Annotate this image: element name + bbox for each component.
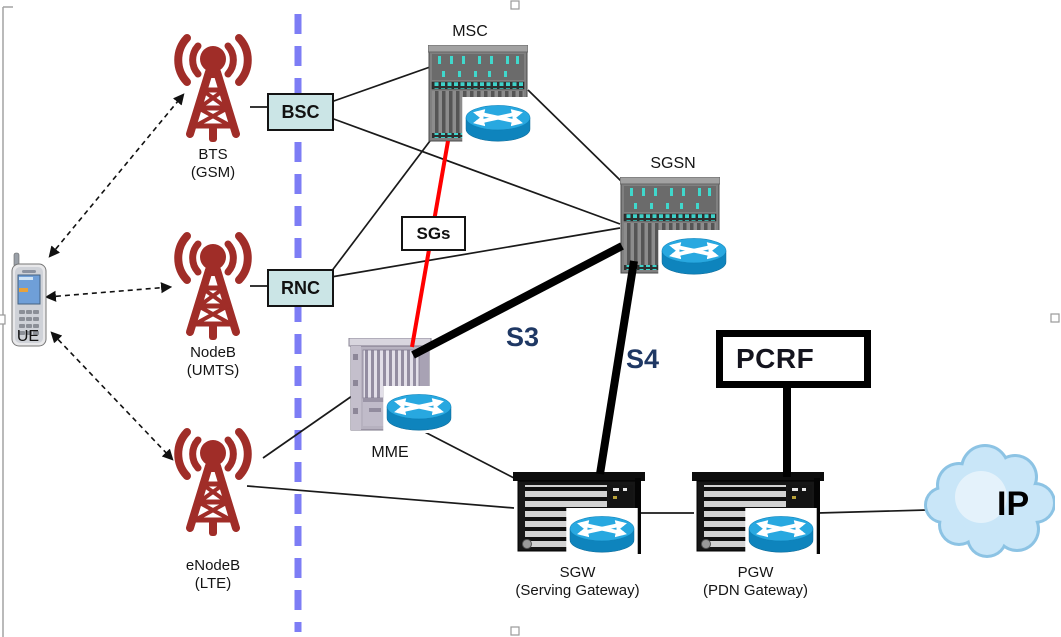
pcrf-label: PCRF (736, 343, 815, 374)
router-icon (383, 386, 455, 433)
link-mme-enodeb (262, 395, 353, 459)
pgw-label: PGW (PDN Gateway) (683, 564, 828, 599)
router-icon (462, 97, 534, 144)
enodeb-node[interactable] (165, 426, 261, 538)
radio-tower-icon (174, 232, 252, 340)
handle-bottom-center[interactable] (510, 626, 520, 636)
mme-label: MME (371, 444, 409, 461)
msc-node[interactable] (428, 45, 558, 145)
pgw-node[interactable] (692, 470, 827, 558)
cloud-icon: IP (924, 444, 1056, 558)
bts-node[interactable] (165, 32, 261, 144)
bts-label: BTS (GSM) (163, 146, 263, 181)
sgw-label-main: SGW (559, 564, 596, 581)
radio-tower-icon (174, 428, 252, 536)
mobile-phone-icon (11, 252, 47, 347)
sgw-label: SGW (Serving Gateway) (505, 564, 650, 599)
enodeb-label-main: eNodeB (185, 557, 241, 574)
router-icon (566, 508, 638, 555)
handle-left-middle[interactable] (0, 314, 6, 325)
pcrf-box[interactable]: PCRF (716, 330, 871, 388)
nodeb-label-main: NodeB (190, 344, 236, 361)
bsc-label: BSC (281, 101, 320, 122)
bsc-box[interactable]: BSC (267, 93, 334, 131)
pgw-label-main: PGW (737, 564, 774, 581)
radio-tower-icon (174, 34, 252, 142)
ue-label: UE (16, 328, 40, 345)
ip-cloud-label: IP (997, 485, 1029, 523)
sgw-node[interactable] (513, 470, 648, 558)
sgsn-node[interactable] (620, 177, 750, 277)
s3-interface-label: S3 (506, 322, 540, 352)
nodeb-node[interactable] (165, 230, 261, 342)
rnc-label: RNC (281, 277, 320, 298)
ue-node[interactable] (8, 252, 50, 348)
sgs-interface-label: SGs (416, 223, 451, 243)
link-enodeb-sgw (246, 485, 515, 509)
sgsn-label: SGSN (650, 155, 696, 172)
link-pgw-ip (817, 509, 928, 514)
router-icon (745, 508, 817, 555)
rnc-box[interactable]: RNC (267, 269, 334, 307)
link-rnc-sgsn (330, 227, 621, 278)
router-icon (658, 230, 730, 277)
nodeb-label-sub: (UMTS) (186, 361, 240, 379)
pgw-label-sub: (PDN Gateway) (702, 581, 809, 599)
enodeb-label: eNodeB (LTE) (163, 557, 263, 592)
handle-right-middle[interactable] (1050, 313, 1060, 323)
msc-label: MSC (452, 23, 488, 40)
radio-link-ue-enodeb (50, 331, 174, 461)
ip-cloud-node[interactable]: IP (923, 441, 1056, 559)
link-rnc-msc (330, 132, 437, 273)
mme-node[interactable] (347, 338, 467, 438)
bts-label-sub: (GSM) (190, 163, 236, 181)
handle-top-center[interactable] (510, 0, 520, 10)
radio-link-ue-nodeb (44, 282, 173, 302)
nodeb-label: NodeB (UMTS) (163, 344, 263, 379)
sgw-label-sub: (Serving Gateway) (515, 581, 640, 599)
link-bsc-msc (330, 66, 431, 103)
sgs-interface-box[interactable]: SGs (401, 216, 466, 251)
bts-label-main: BTS (198, 146, 228, 163)
s4-interface-label: S4 (626, 344, 660, 374)
enodeb-label-sub: (LTE) (194, 574, 232, 592)
